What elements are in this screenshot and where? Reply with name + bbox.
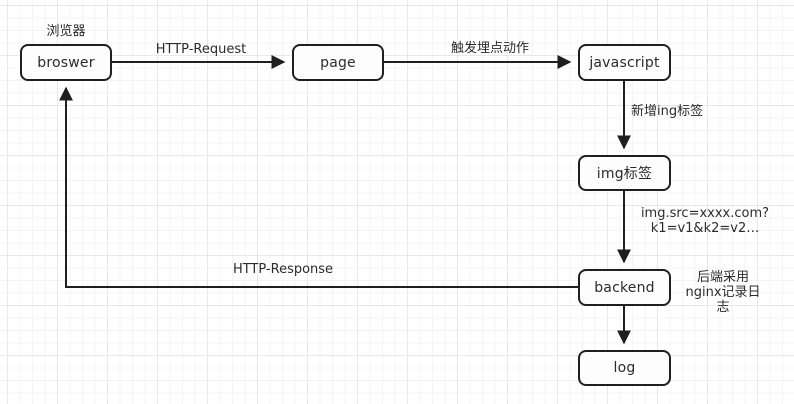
edge-backend-to-broswer bbox=[59, 86, 578, 288]
edge-label-trigger-event: 触发埋点动作 bbox=[450, 41, 530, 56]
edge-label-img-src: img.src=xxxx.com? k1=v1&k2=v2… bbox=[640, 206, 770, 236]
node-log[interactable]: log bbox=[578, 350, 671, 386]
node-page[interactable]: page bbox=[292, 44, 384, 81]
node-broswer[interactable]: broswer bbox=[20, 44, 112, 81]
edge-label-add-img-tag: 新增ing标签 bbox=[631, 104, 704, 119]
node-javascript[interactable]: javascript bbox=[578, 44, 671, 81]
edge-label-http-request: HTTP-Request bbox=[155, 42, 247, 57]
edge-label-nginx-note: 后端采用 nginx记录日 志 bbox=[685, 270, 761, 315]
node-img-tag[interactable]: img标签 bbox=[578, 155, 671, 191]
broswer-caption: 浏览器 bbox=[46, 24, 86, 39]
edge-label-http-response: HTTP-Response bbox=[232, 262, 334, 277]
node-backend[interactable]: backend bbox=[578, 269, 671, 306]
